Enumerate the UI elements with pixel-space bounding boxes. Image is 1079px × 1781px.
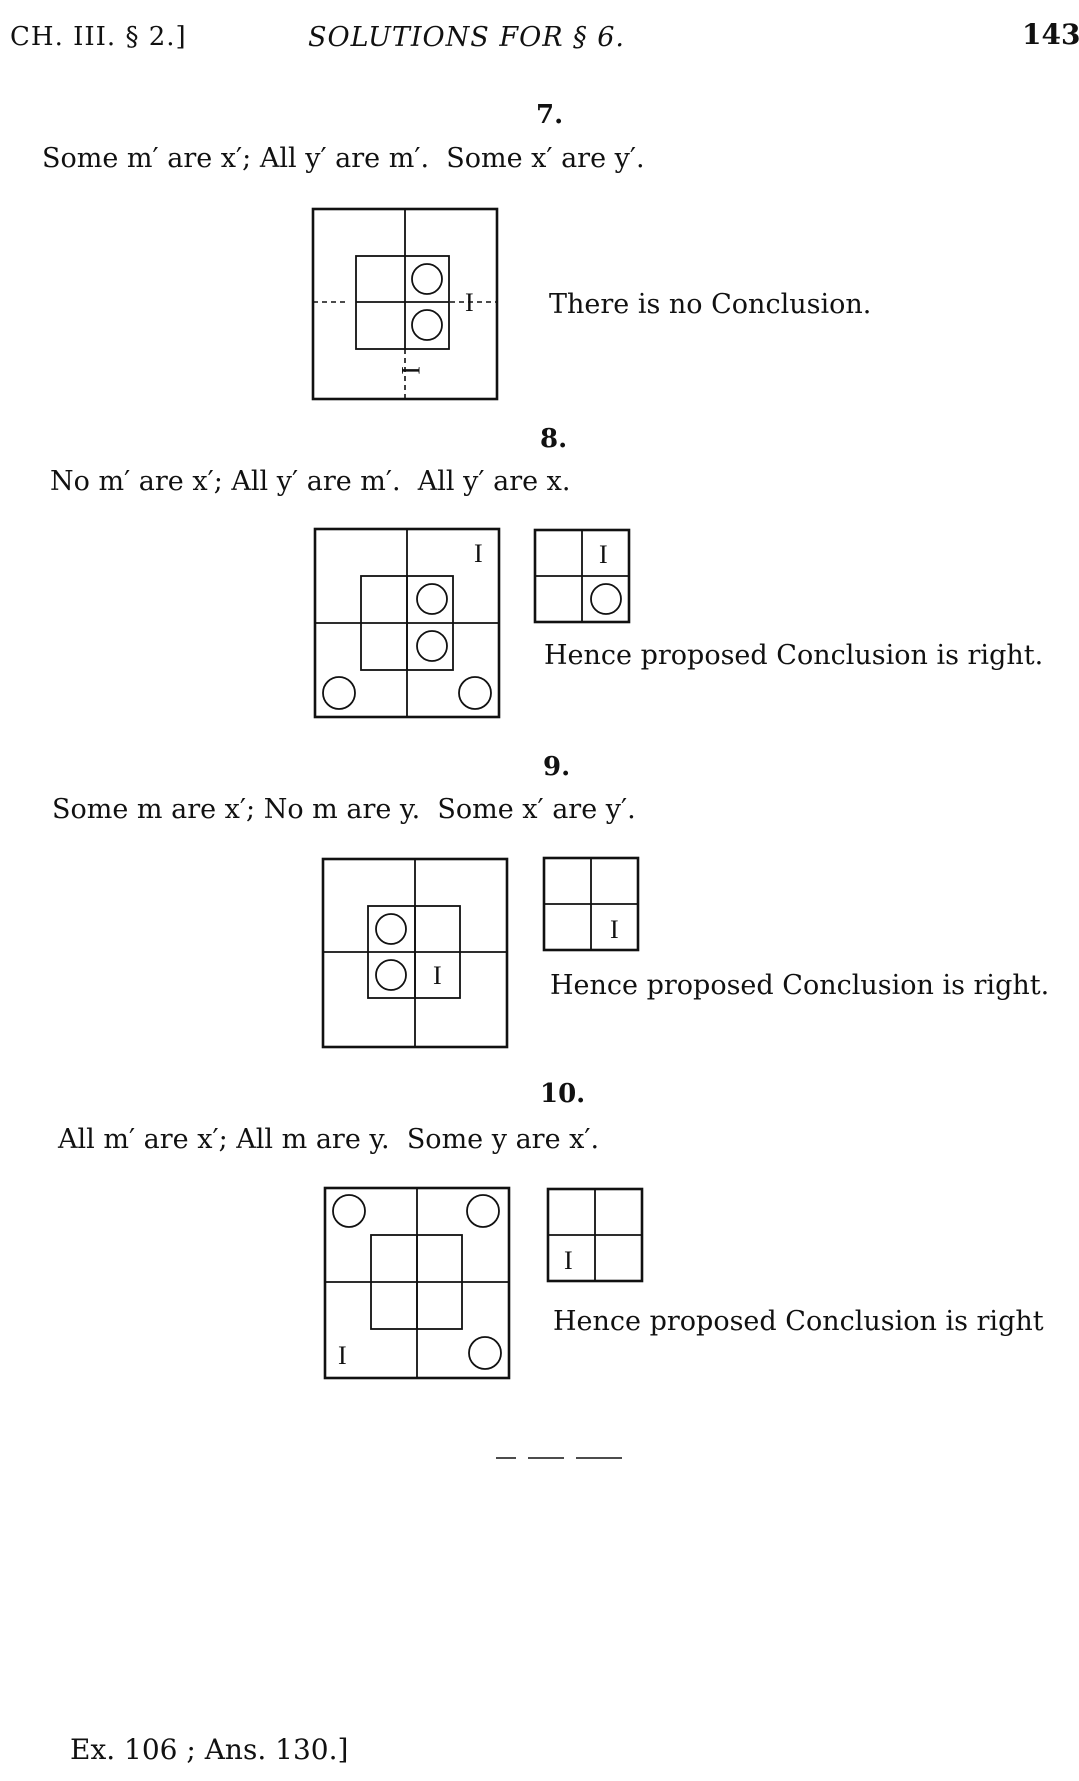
premise-1: Some m′ are x′; bbox=[42, 143, 252, 174]
empty-cell-marker bbox=[375, 913, 407, 945]
empty-cell-marker bbox=[468, 1336, 502, 1370]
syllogism-line: Some m′ are x′; All y′ are m′. Some x′ a… bbox=[42, 143, 645, 174]
conclusion-result: Hence proposed Conclusion is right bbox=[553, 1306, 1044, 1337]
occupied-marker: I bbox=[433, 961, 442, 990]
premise-1: Some m are x′; bbox=[52, 794, 256, 825]
occupied-marker: I bbox=[564, 1246, 573, 1275]
empty-cell-marker bbox=[411, 309, 443, 341]
conclusion-result: Hence proposed Conclusion is right. bbox=[550, 970, 1050, 1001]
biliteral-diagram: I bbox=[321, 857, 509, 1049]
empty-cell-marker bbox=[322, 676, 356, 710]
premise-2: No m are y. bbox=[263, 794, 421, 825]
premise-1: All m′ are x′; bbox=[58, 1124, 228, 1155]
empty-cell-marker bbox=[458, 676, 492, 710]
triliteral-result-diagram: I bbox=[533, 528, 631, 624]
empty-cell-marker bbox=[416, 583, 448, 615]
empty-cell-marker bbox=[416, 630, 448, 662]
proposed-conclusion: Some x′ are y′. bbox=[446, 143, 645, 174]
occupied-marker: I bbox=[396, 366, 425, 375]
empty-cell-marker bbox=[590, 583, 622, 615]
running-header-chapter: CH. III. § 2.] bbox=[10, 22, 187, 52]
biliteral-diagram: I bbox=[323, 1186, 511, 1380]
section-break-rule bbox=[496, 1457, 622, 1459]
syllogism-line: All m′ are x′; All m are y. Some y are x… bbox=[58, 1124, 599, 1155]
premise-2: All y′ are m′. bbox=[231, 466, 401, 497]
conclusion-result: There is no Conclusion. bbox=[549, 289, 872, 320]
empty-cell-marker bbox=[375, 959, 407, 991]
problem-number: 7. bbox=[536, 100, 564, 130]
empty-cell-marker bbox=[466, 1194, 500, 1228]
proposed-conclusion: Some x′ are y′. bbox=[437, 794, 636, 825]
empty-cell-marker bbox=[332, 1194, 366, 1228]
running-header-title: SOLUTIONS FOR § 6. bbox=[308, 22, 625, 53]
conclusion-result: Hence proposed Conclusion is right. bbox=[544, 640, 1044, 671]
triliteral-result-diagram: I bbox=[542, 856, 640, 952]
problem-number: 9. bbox=[543, 752, 571, 782]
occupied-marker: I bbox=[338, 1341, 347, 1370]
biliteral-diagram: I I bbox=[311, 207, 499, 401]
premise-2: All m are y. bbox=[236, 1124, 390, 1155]
empty-cell-marker bbox=[411, 263, 443, 295]
page-number: 143 bbox=[1022, 18, 1079, 51]
biliteral-diagram: I bbox=[313, 527, 501, 719]
premise-2: All y′ are m′. bbox=[259, 143, 430, 174]
syllogism-line: Some m are x′; No m are y. Some x′ are y… bbox=[52, 794, 636, 825]
occupied-marker: I bbox=[610, 915, 619, 944]
occupied-marker: I bbox=[474, 539, 483, 568]
footer-reference: Ex. 106 ; Ans. 130.] bbox=[70, 1733, 349, 1766]
triliteral-result-diagram: I bbox=[546, 1187, 644, 1283]
proposed-conclusion: Some y are x′. bbox=[406, 1124, 600, 1155]
occupied-marker: I bbox=[465, 288, 474, 317]
occupied-marker: I bbox=[599, 540, 608, 569]
problem-number: 10. bbox=[540, 1079, 586, 1109]
syllogism-line: No m′ are x′; All y′ are m′. All y′ are … bbox=[50, 466, 570, 497]
proposed-conclusion: All y′ are x. bbox=[417, 466, 571, 497]
premise-1: No m′ are x′; bbox=[50, 466, 223, 497]
problem-number: 8. bbox=[540, 424, 568, 454]
